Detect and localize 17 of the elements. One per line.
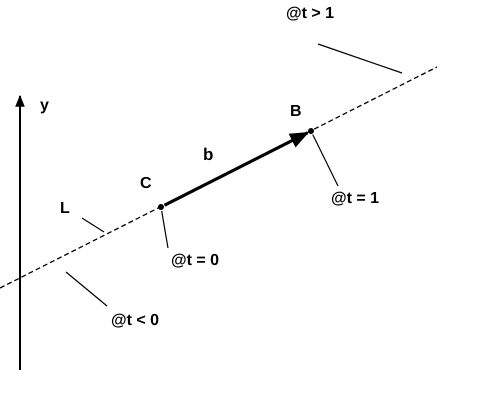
annotation-text: L [59,200,71,218]
leader-line [312,134,339,186]
leader-line [82,218,104,232]
annotation-text: @t = 0 [170,252,220,270]
point-label: B [290,104,302,120]
annotation-text: @t < 0 [110,312,160,330]
annotation-text: @t = 1 [330,190,380,208]
leader-line [318,43,402,74]
annotation-text: @t > 1 [285,5,336,23]
edge-label: b [203,146,214,163]
leader-line [66,272,108,306]
point-label: C [140,176,152,192]
axis-label: y [40,98,49,114]
leader-line [161,210,169,248]
point-dot [158,204,164,210]
point-dot [308,128,314,134]
arrow [164,131,310,207]
